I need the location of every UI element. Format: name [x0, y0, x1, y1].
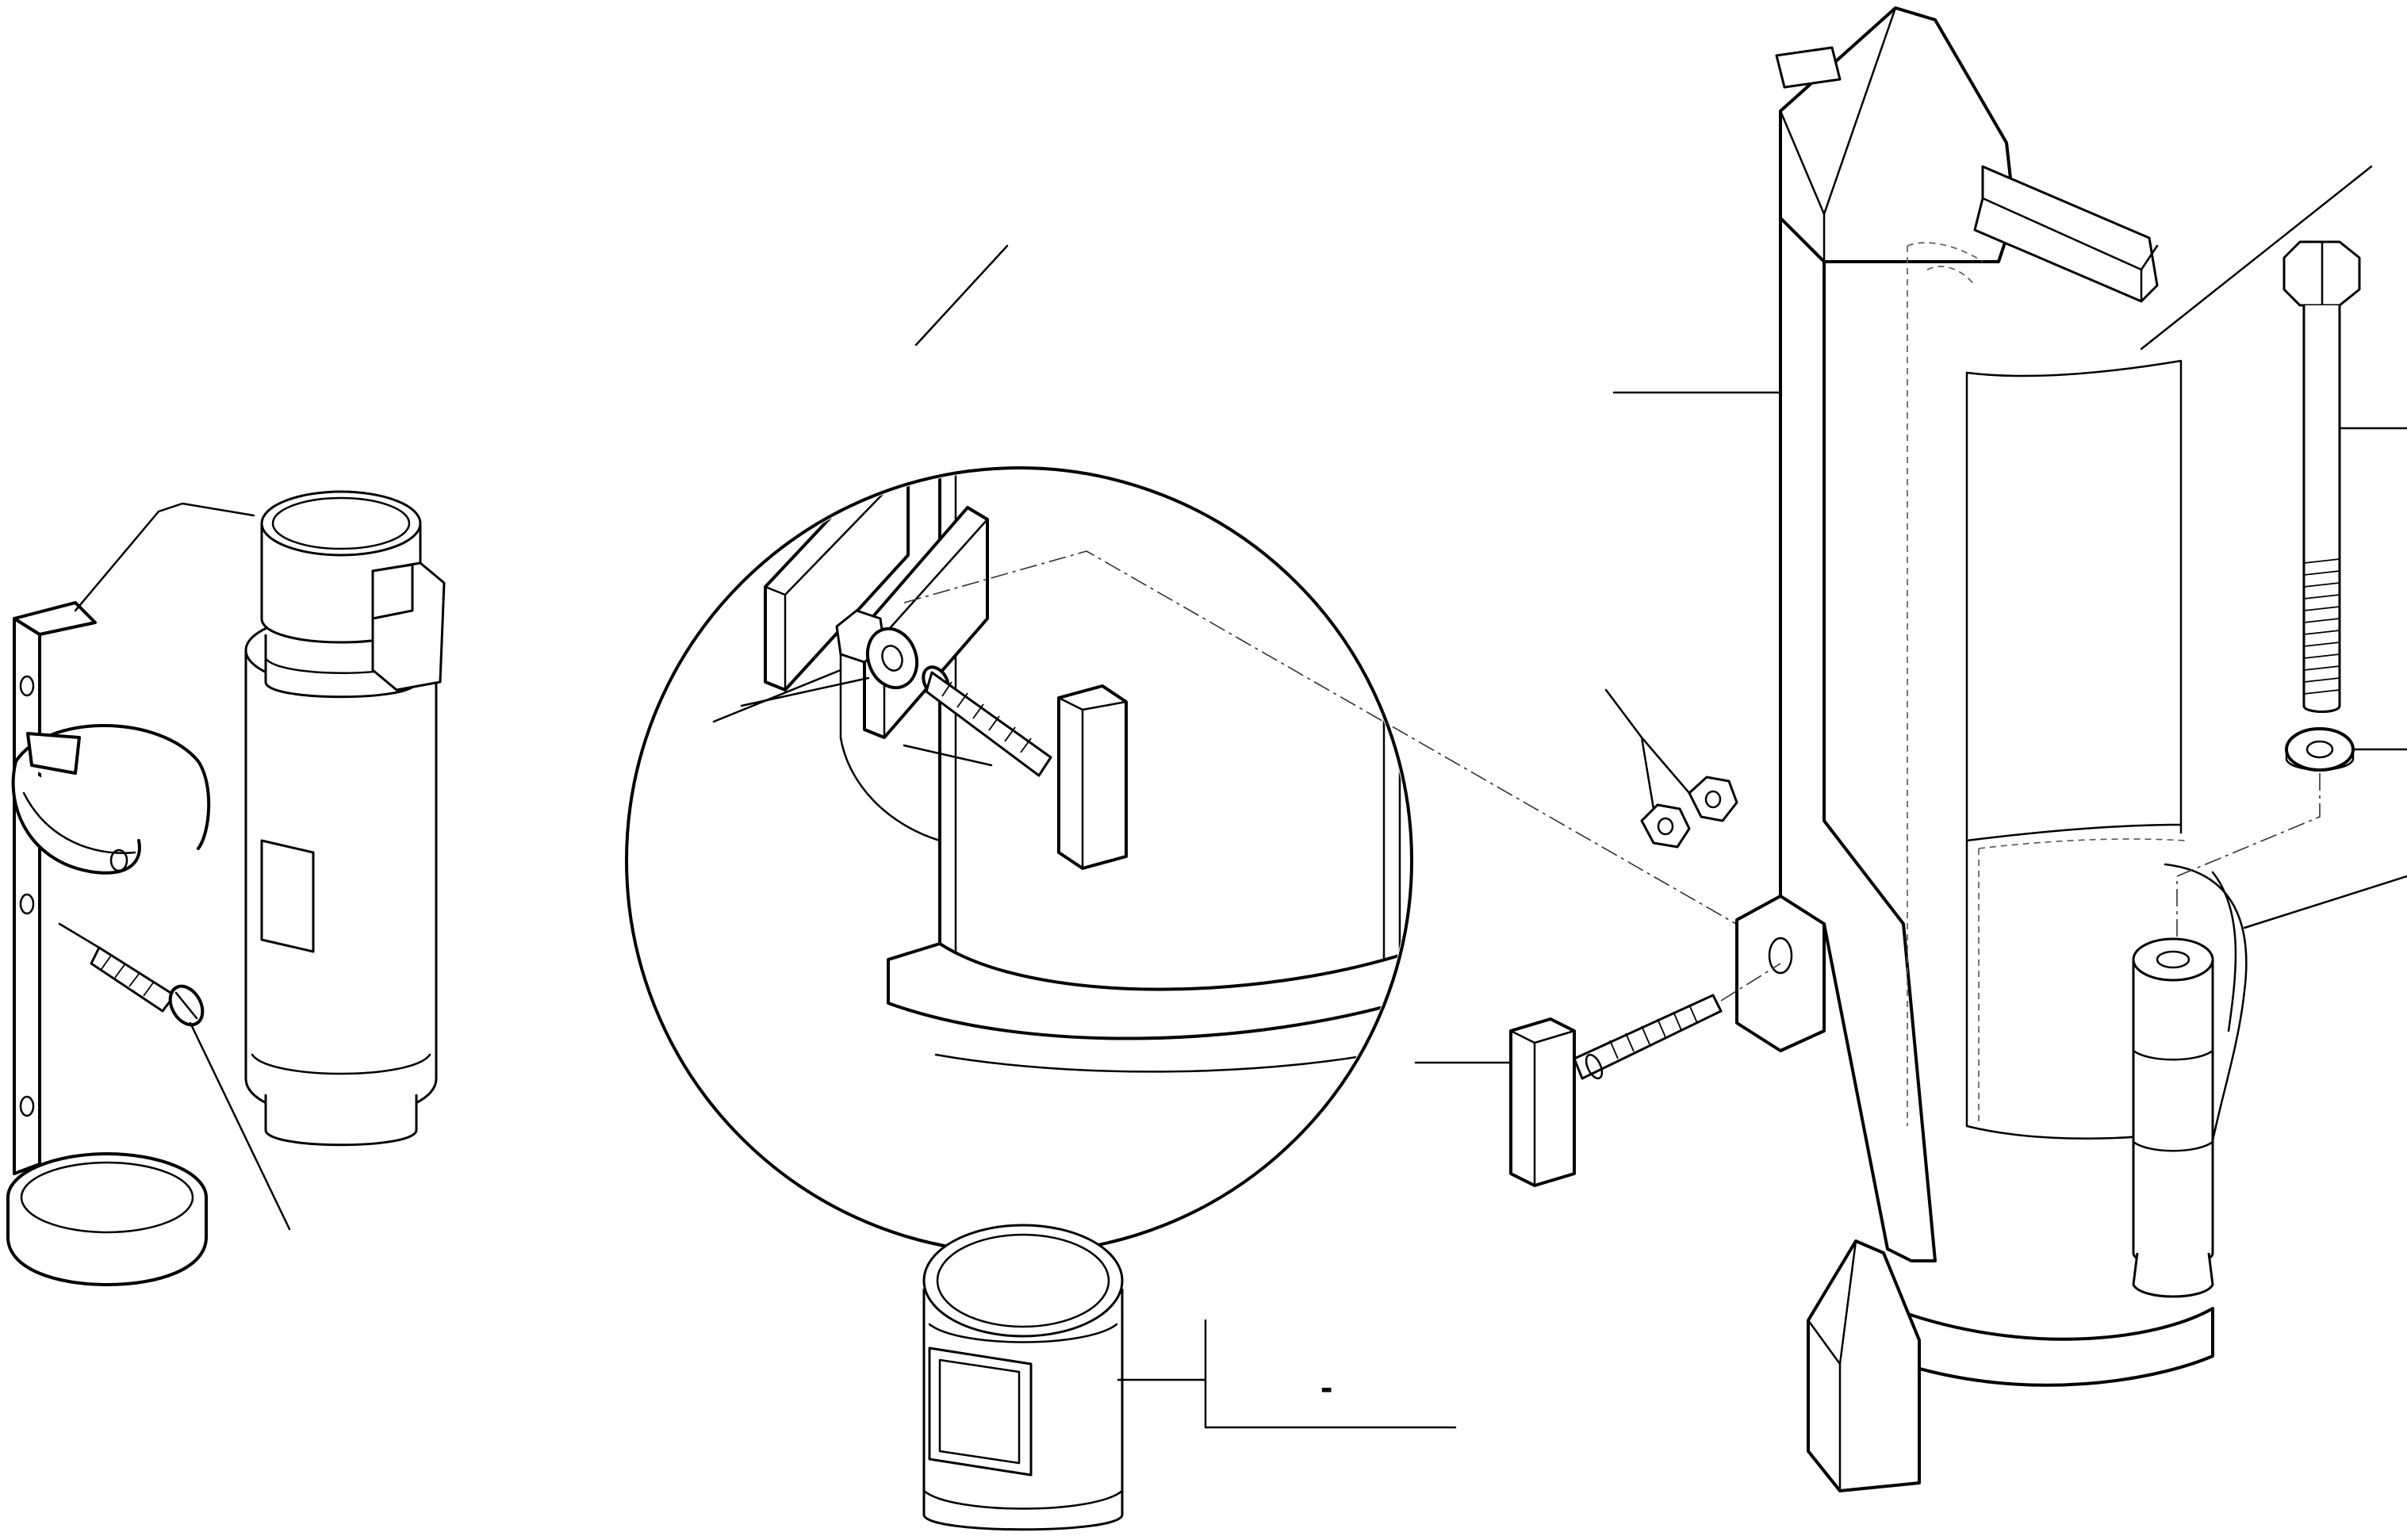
canister-callout: - [1117, 1319, 1457, 1429]
leader-lines-right [1414, 165, 2407, 1064]
detail-magnified-view [625, 466, 1413, 1255]
extinguisher-wall-bracket [6, 601, 211, 1286]
t-handle-clamp-screw [1509, 994, 1723, 1187]
fire-extinguisher-cylinder [244, 490, 446, 1147]
spare-extinguisher-canister [922, 1224, 1124, 1531]
hex-nuts-pair [1640, 776, 1738, 849]
flat-washer [2285, 727, 2355, 772]
long-hex-bolt [2282, 240, 2361, 713]
mounting-column-assembly [1735, 6, 2214, 1492]
detail-reference-centerline [903, 550, 1785, 952]
assembly-centerlines [1720, 773, 2321, 1002]
bracket-screw [90, 946, 205, 1027]
leader-lines-center [712, 244, 1009, 723]
annotation-dash: - [1320, 1366, 1332, 1408]
leader-lines-left [58, 502, 291, 1231]
hinge-pivot-sleeve [2132, 863, 2248, 1298]
